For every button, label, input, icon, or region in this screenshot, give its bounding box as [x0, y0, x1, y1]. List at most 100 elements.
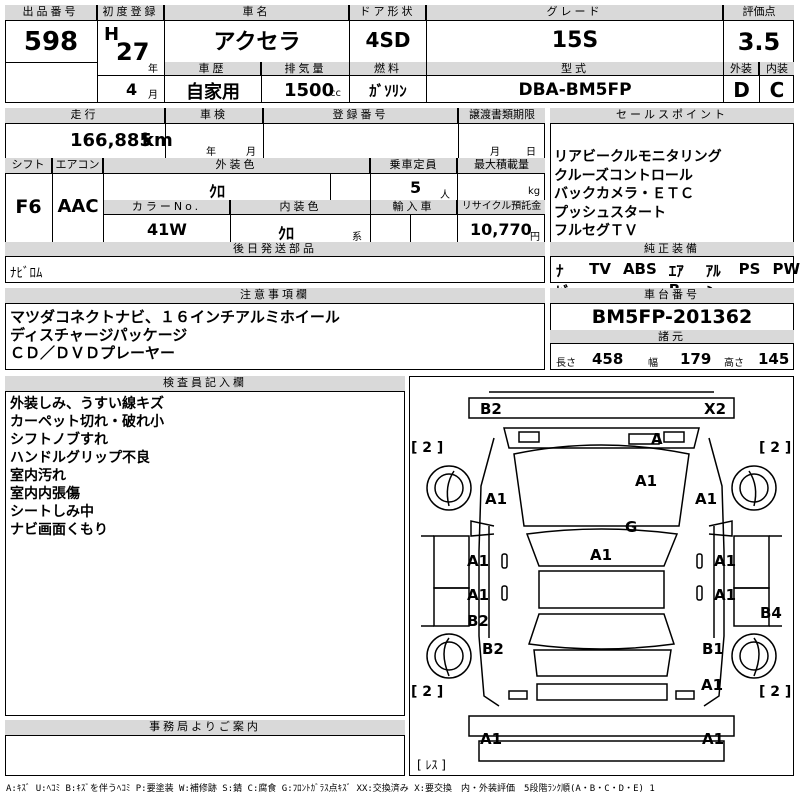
length-label: 長さ	[556, 358, 576, 369]
legend: A:ｷｽﾞ U:ﾍｺﾐ B:ｷｽﾞを伴うﾍｺﾐ P:要塗装 W:補修跡 S:錆 …	[6, 784, 655, 794]
mark-left-fender: A1	[485, 490, 508, 508]
era: H	[104, 24, 120, 45]
door-header: ドア形状	[350, 5, 426, 21]
mark-rear-bumper-right: A1	[702, 730, 725, 748]
mark-right-fender: A1	[695, 490, 718, 508]
recycle: 10,770	[470, 220, 532, 239]
lot-no-header: 出品番号	[5, 5, 97, 21]
exterior-grade: D	[733, 78, 750, 102]
int-color: ｸﾛ	[277, 224, 294, 243]
inspector-lines: 外装しみ、うすい線キズ カーペット切れ・破れ小 シフトノブすれ ハンドルグリップ…	[10, 395, 164, 539]
sales-item: クルーズコントロール	[554, 167, 693, 184]
equipment-item: TV	[589, 260, 611, 278]
equipment-item: ABS	[622, 260, 657, 278]
color-no: 41W	[147, 220, 187, 239]
ac-header: エアコン	[53, 158, 103, 174]
sales-item: フルセグＴＶ	[554, 223, 638, 239]
equipment-header: 純正装備	[550, 242, 794, 257]
mark-right-rear: A1	[701, 676, 724, 694]
ac: AAC	[57, 196, 99, 217]
mileage-header: 走行	[5, 108, 165, 124]
shift-header: シフト	[5, 158, 52, 174]
spare-tire-label: [ ﾚｽ ]	[417, 758, 446, 772]
mark-left-rear-door: A1	[467, 586, 490, 604]
tire-rr: [ 2 ]	[759, 684, 792, 700]
chassis-header: 車台番号	[550, 288, 794, 304]
insp-year-unit: 年	[206, 147, 216, 158]
height: 145	[758, 350, 790, 368]
spec-header: 諸元	[550, 330, 794, 344]
note-line: ディスチャージパッケージ	[10, 326, 188, 344]
history-header: 車歴	[165, 62, 261, 76]
import-header: 輸入車	[371, 200, 457, 215]
office-header: 事務局よりご案内	[5, 720, 405, 736]
capacity-header: 乗車定員	[371, 158, 457, 174]
mark-roof: A1	[590, 546, 613, 564]
notes-lines: マツダコネクトナビ、１６インチアルミホイール ディスチャージパッケージ ＣＤ／Ｄ…	[10, 308, 340, 362]
inspector-line: 室内汚れ	[10, 468, 66, 484]
exterior-header: 外装	[724, 62, 759, 76]
lot-no: 598	[23, 27, 79, 57]
length: 458	[592, 350, 624, 368]
car-name: アクセラ	[213, 30, 301, 55]
mark-front-a: A	[651, 430, 663, 448]
sales-header: セールスポイント	[550, 108, 794, 124]
displacement-unit: cc	[330, 88, 341, 99]
inspector-line: シフトノブすれ	[10, 432, 108, 448]
displacement-header: 排気量	[262, 62, 349, 76]
shift: F6	[15, 196, 42, 218]
load-unit: kg	[528, 186, 541, 197]
chassis-no: BM5FP-201362	[591, 306, 753, 328]
tire-fr: [ 2 ]	[759, 440, 792, 456]
tire-rl: [ 2 ]	[411, 684, 444, 700]
inspector-line: 室内内張傷	[10, 486, 80, 502]
mark-left-rear-step: B2	[467, 612, 489, 630]
mark-front-bumper: B2	[480, 400, 502, 418]
sales-item: バックカメラ・ＥＴＣ	[554, 186, 694, 202]
mark-hood: A1	[635, 472, 658, 490]
insp-month-unit: 月	[246, 147, 256, 158]
inspector-line: シートしみ中	[10, 504, 94, 520]
inspector-header: 検査員記入欄	[5, 376, 405, 392]
car-diagram	[421, 391, 782, 762]
mark-right-b4: B4	[760, 604, 782, 622]
load-header: 最大積載量	[458, 158, 545, 174]
color: ｸﾛ	[208, 182, 225, 201]
history: 自家用	[186, 82, 240, 103]
sales-item: リアビークルモニタリング	[554, 149, 722, 165]
mark-windshield-g: G	[625, 518, 638, 536]
diagram-marks: B2 X2 A [ 2 ] [ 2 ] A1 A1 A1 G A1 A1 A1 …	[409, 376, 794, 776]
recycle-header: リサイクル預託金	[458, 200, 545, 215]
inspector-line: 外装しみ、うすい線キズ	[10, 396, 164, 412]
note-line: マツダコネクトナビ、１６インチアルミホイール	[10, 308, 340, 326]
year-unit: 年	[148, 64, 158, 75]
inspector-line: カーペット切れ・破れ小	[10, 414, 164, 430]
door: 4SD	[365, 28, 411, 52]
sales-list: リアビークルモニタリング クルーズコントロール バックカメラ・ＥＴＣ プッシュス…	[554, 148, 722, 241]
equipment-item: PW	[772, 260, 800, 278]
reg-month: 4	[126, 80, 138, 99]
fuel: ｶﾞｿﾘﾝ	[369, 82, 407, 100]
reg-no-header: 登録番号	[264, 108, 458, 124]
first-reg-header: 初度登録	[98, 5, 164, 21]
fuel-header: 燃料	[350, 62, 426, 76]
width-label: 幅	[648, 358, 658, 369]
tire-fl: [ 2 ]	[411, 440, 444, 456]
interior-header: 内装	[760, 62, 794, 76]
transfer-header: 譲渡書類期限	[459, 108, 545, 124]
sales-item: プッシュスタート	[554, 204, 666, 221]
capacity-unit: 人	[440, 190, 450, 201]
mark-right-front-door: A1	[714, 552, 737, 570]
int-color-unit: 系	[352, 232, 362, 243]
height-label: 高さ	[724, 358, 744, 369]
equipment-item: PS	[738, 260, 761, 278]
grade: 15S	[551, 28, 599, 53]
reg-year: 27	[116, 38, 150, 66]
car-name-header: 車名	[165, 5, 349, 21]
recycle-unit: 円	[530, 232, 540, 243]
diagram-box	[409, 376, 794, 776]
width: 179	[680, 350, 712, 368]
int-color-header: 内装色	[231, 200, 370, 215]
displacement: 1500	[284, 80, 335, 101]
color-no-header: カラーNo.	[104, 200, 230, 215]
